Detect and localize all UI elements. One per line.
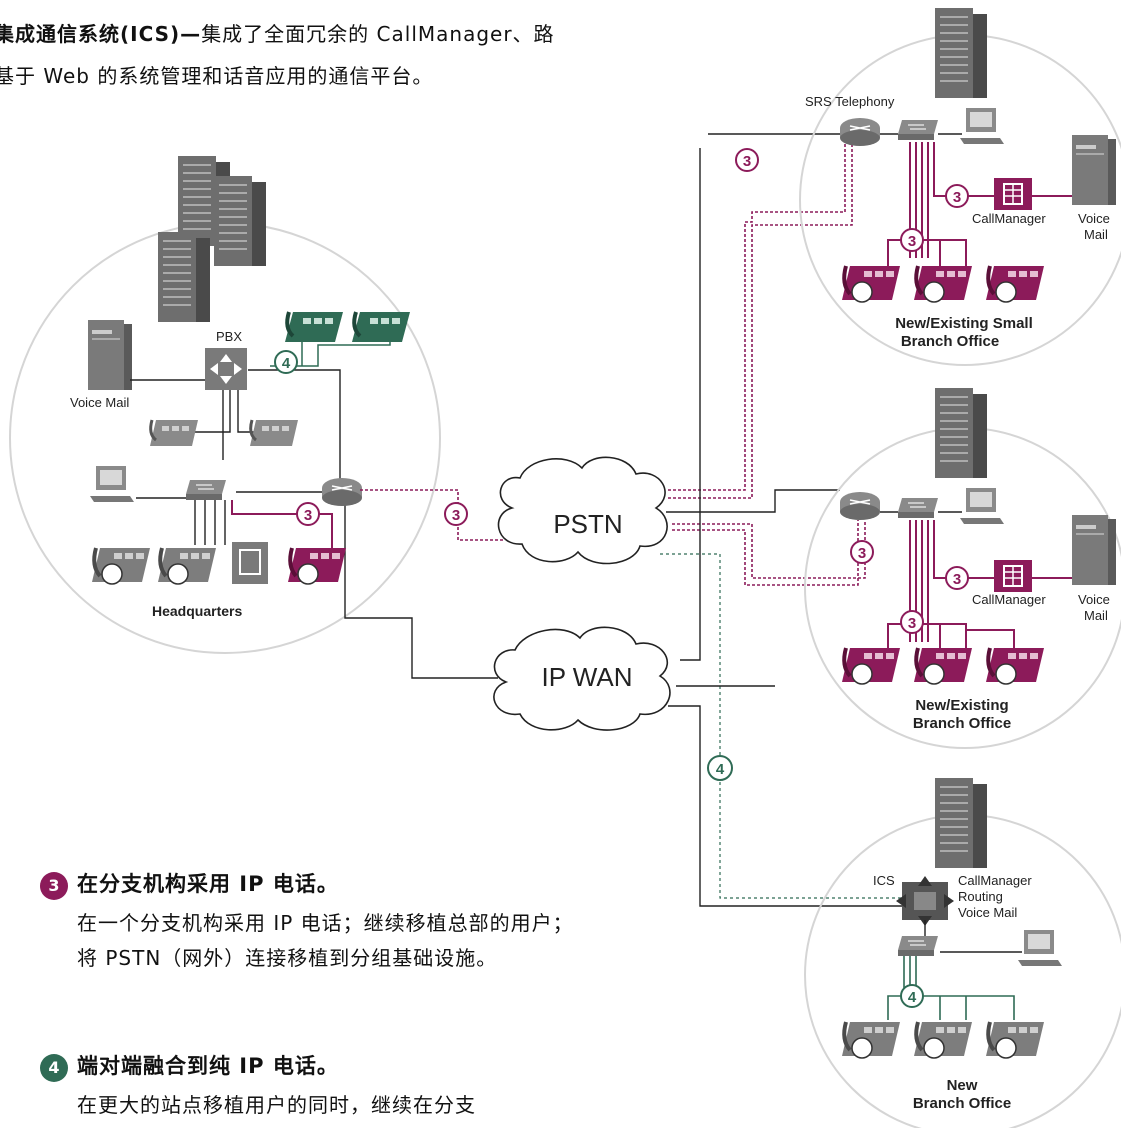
ics-desc-routing: Routing — [958, 889, 1003, 904]
ics-desc-callmanager: CallManager — [958, 873, 1032, 888]
branch-mail-label: Mail — [1084, 608, 1108, 623]
new-branch-switch-icon — [897, 935, 939, 957]
svg-text:3: 3 — [908, 615, 916, 632]
step-4-badge: 4 — [40, 1054, 68, 1082]
new-branch-step-4-marker — [900, 984, 924, 1008]
branch-step-3-marker — [945, 566, 969, 590]
hq-switch-icon — [185, 479, 227, 501]
branch-building-icon — [935, 388, 987, 478]
pstn-label: PSTN — [553, 509, 622, 539]
svg-text:4: 4 — [716, 761, 725, 778]
branch-ip-phone-icon — [912, 646, 974, 686]
branch-step-3-marker — [900, 610, 924, 634]
small-branch-ip-phone-icon — [912, 264, 974, 304]
ip-wan-cloud: IP WAN — [493, 626, 671, 731]
hq-ip-phone-icon — [90, 546, 152, 586]
branch-voice-label: Voice — [1078, 592, 1110, 607]
legend-title-step-4: 端对端融合到纯 IP 电话。 — [77, 1054, 339, 1078]
srs-telephony-label: SRS Telephony — [805, 94, 895, 109]
svg-text:3: 3 — [452, 507, 460, 524]
small-branch-pc-icon — [960, 108, 1004, 144]
branch-callmanager-label: CallManager — [972, 592, 1046, 607]
branch-label-line-2: Branch Office — [913, 715, 1011, 732]
branch-pc-icon — [960, 488, 1004, 524]
hq-green-phone-icon — [350, 310, 412, 344]
header-line-1: 集成通信系统(ICS)—集成了全面冗余的 CallManager、路 — [0, 18, 555, 47]
small-branch-voice-label: Voice — [1078, 211, 1110, 226]
small-branch-ip-phone-icon — [984, 264, 1046, 304]
svg-text:4: 4 — [282, 355, 291, 372]
small-branch-voice-mail-icon — [1072, 135, 1116, 205]
wan-step-3-marker — [444, 502, 468, 526]
hq-label: Headquarters — [152, 603, 242, 619]
new-branch-ip-phone-icon — [984, 1020, 1046, 1060]
small-branch-step-3-marker — [900, 228, 924, 252]
svg-text:3: 3 — [743, 153, 751, 170]
hq-voice-mail-server-icon — [88, 320, 132, 390]
ics-label: ICS — [873, 873, 895, 888]
branch-voice-mail-icon — [1072, 515, 1116, 585]
legend-text-step-4: 在更大的站点移植用户的同时，继续在分支 — [77, 1093, 476, 1117]
small-branch-label-line-1: New/Existing Small — [895, 315, 1033, 332]
branch-step-3-marker — [850, 540, 874, 564]
small-branch-mail-label: Mail — [1084, 227, 1108, 242]
header-line-1-rest: 集成了全面冗余的 CallManager、路 — [201, 22, 555, 46]
hq-voice-mail-label: Voice Mail — [70, 395, 129, 410]
hq-router-icon — [321, 477, 363, 507]
svg-text:3: 3 — [858, 545, 866, 562]
small-branch-ip-phone-icon — [840, 264, 902, 304]
new-branch-building-icon — [935, 778, 987, 868]
hq-phone-icon — [248, 418, 300, 448]
wan-step-4-marker — [707, 755, 733, 781]
small-branch-wan-step-3-marker — [735, 148, 759, 172]
small-branch-label-line-2: Branch Office — [901, 333, 999, 350]
small-branch-building-icon — [935, 8, 987, 98]
hq-pc-icon — [90, 466, 134, 502]
small-branch-step-3-marker — [945, 184, 969, 208]
new-branch-ip-phone-icon — [840, 1020, 902, 1060]
svg-text:3: 3 — [953, 189, 961, 206]
svg-text:3: 3 — [953, 571, 961, 588]
branch-ip-phone-icon — [840, 646, 902, 686]
new-branch-ip-phone-icon — [912, 1020, 974, 1060]
small-branch-switch-icon — [897, 119, 939, 141]
header-title: 集成通信系统(ICS)— — [0, 22, 202, 46]
branch-callmanager-icon — [993, 559, 1033, 593]
hq-step-4-marker — [274, 350, 298, 374]
branch-ip-phone-icon — [984, 646, 1046, 686]
svg-text:4: 4 — [908, 989, 917, 1006]
hq-phone-icon — [148, 418, 200, 448]
header-line-2: 基于 Web 的系统管理和话音应用的通信平台。 — [0, 64, 434, 88]
hq-ip-phone-icon — [156, 546, 218, 586]
new-branch-pc-icon — [1018, 930, 1062, 966]
svg-text:3: 3 — [304, 507, 312, 524]
hq-callmanager-icon — [232, 542, 268, 584]
step-3-badge: 3 — [40, 872, 68, 900]
branch-label-line-1: New/Existing — [915, 697, 1008, 714]
branch-router-icon — [839, 491, 881, 521]
legend-text-step-3: 在一个分支机构采用 IP 电话；继续移植总部的用户；将 PSTN（网外）连接移植… — [77, 911, 574, 970]
ip-wan-label: IP WAN — [541, 662, 632, 692]
new-branch-label-line-2: Branch Office — [913, 1095, 1011, 1112]
hq-ip-phone-magenta-icon — [286, 546, 348, 586]
srs-router-icon — [839, 117, 881, 147]
branch-switch-icon — [897, 497, 939, 519]
ics-icon — [896, 876, 954, 926]
ics-desc-voice-mail: Voice Mail — [958, 905, 1017, 920]
hq-green-phone-icon — [283, 310, 345, 344]
legend-title-step-3: 在分支机构采用 IP 电话。 — [77, 872, 339, 896]
hq-pbx-label: PBX — [216, 329, 242, 344]
hq-building-icon — [158, 156, 266, 322]
pstn-cloud: PSTN — [497, 456, 668, 565]
small-branch-callmanager-icon — [993, 177, 1033, 211]
new-branch-label-line-1: New — [947, 1077, 978, 1094]
small-branch-callmanager-label: CallManager — [972, 211, 1046, 226]
svg-text:3: 3 — [908, 233, 916, 250]
hq-step-3-marker — [296, 502, 320, 526]
